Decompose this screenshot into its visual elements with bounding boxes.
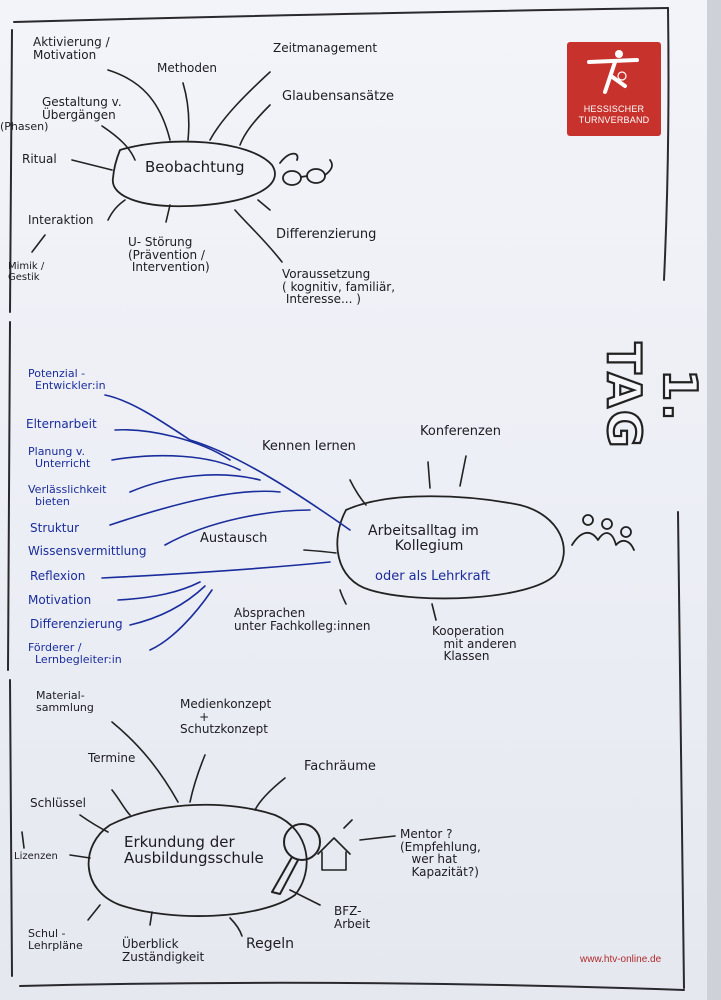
blue-item: Reflexion: [30, 569, 86, 583]
branch-austausch: Austausch: [200, 531, 268, 546]
branch-ueberblick: Überblick Zuständigkeit: [122, 937, 205, 964]
blue-item: Struktur: [30, 521, 80, 535]
branch-differenzierung-1: Differenzierung: [276, 227, 377, 242]
branch-fachraeume: Fachräume: [304, 759, 376, 774]
blue-item: Förderer / Lernbegleiter:in: [28, 641, 122, 666]
blue-item: Elternarbeit: [26, 417, 97, 431]
day-title: 1. TAG: [596, 341, 708, 450]
frame-left-1: [9, 29, 13, 313]
branch-glaubensansaetze: Glaubensansätze: [282, 89, 395, 104]
house-icon: [317, 819, 353, 871]
branch-schluessel: Schlüssel: [30, 796, 86, 810]
branch-konferenzen: Konferenzen: [420, 424, 502, 439]
magnifier-icon: [271, 823, 321, 895]
erkundung-oval: [87, 803, 308, 917]
blue-item: Differenzierung: [30, 617, 123, 631]
footer-url: www.htv-online.de: [580, 954, 662, 965]
logo-name: HESSISCHER TURNVERBAND: [578, 104, 650, 125]
branch-phasen: (Phasen): [0, 120, 49, 133]
frame-left-2: [7, 321, 11, 671]
hessischer-turnverband-logo: HESSISCHER TURNVERBAND: [567, 42, 661, 136]
blue-item: Verlässlichkeit bieten: [28, 483, 107, 508]
frame-right-bottom: [677, 511, 685, 989]
branch-methoden: Methoden: [157, 61, 217, 75]
blue-item: Motivation: [28, 593, 92, 607]
branch-voraussetzung: Voraussetzung ( kognitiv, familiär, Inte…: [282, 267, 396, 307]
branch-mentor: Mentor ? (Empfehlung, wer hat Kapazität?…: [400, 827, 481, 879]
erkundung-branches: [21, 721, 396, 937]
center-arbeitsalltag: Arbeitsalltag im Kollegium: [368, 523, 479, 554]
frame-left-3: [9, 679, 13, 977]
center-arbeitsalltag-sub: oder als Lehrkraft: [375, 569, 491, 584]
gymnast-logo-icon: [587, 50, 639, 94]
branch-absprachen: Absprachen unter Fachkolleg:innen: [234, 606, 371, 633]
branch-ritual: Ritual: [22, 152, 57, 166]
frame-bottom: [19, 981, 685, 991]
branch-materialsammlung: Material- sammlung: [36, 689, 94, 714]
beobachtung-oval: [112, 140, 276, 208]
blue-item: Planung v. Unterricht: [28, 445, 91, 470]
branch-aktivierung: Aktivierung / Motivation: [33, 35, 110, 62]
arbeitsalltag-branches: [303, 455, 467, 621]
branch-regeln: Regeln: [246, 936, 294, 952]
glasses-icon: [279, 152, 333, 186]
branch-lizenzen: Lizenzen: [14, 851, 58, 862]
branch-kennenlernen: Kennen lernen: [262, 439, 356, 454]
people-icon: [571, 514, 635, 551]
branch-kooperation: Kooperation mit anderen Klassen: [432, 624, 517, 664]
frame-right-top: [663, 7, 670, 281]
branch-medienkonzept: Medienkonzept + Schutzkonzept: [180, 697, 272, 737]
blue-item: Wissensvermittlung: [28, 544, 147, 558]
blue-item: Potenzial - Entwickler:in: [28, 367, 106, 392]
blue-branches: [101, 394, 351, 651]
branch-lehrplaene: Schul - Lehrpläne: [28, 927, 83, 952]
center-beobachtung: Beobachtung: [145, 158, 245, 176]
center-erkundung: Erkundung der Ausbildungsschule: [124, 833, 264, 867]
arbeitsalltag-oval: [336, 495, 565, 600]
branch-zeitmanagement: Zeitmanagement: [273, 41, 378, 55]
branch-gestaltung: Gestaltung v. Übergängen: [42, 95, 122, 122]
beobachtung-branches: [31, 69, 283, 263]
frame-top: [13, 7, 669, 23]
branch-mimik: Mimik / Gestik: [8, 261, 45, 283]
branch-stoerung: U- Störung (Prävention / Intervention): [128, 235, 210, 275]
branch-interaktion: Interaktion: [28, 213, 94, 227]
branch-bfz: BFZ- Arbeit: [334, 904, 371, 931]
branch-termine: Termine: [88, 751, 136, 765]
